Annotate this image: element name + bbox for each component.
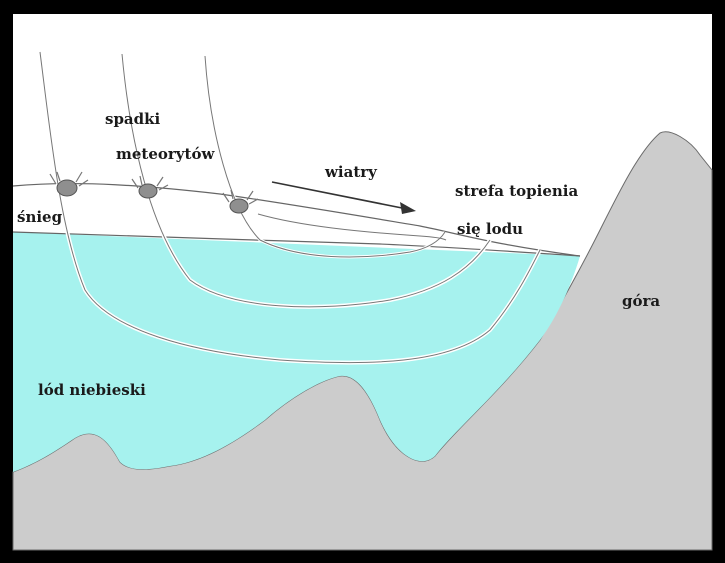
label-blue-ice: lód niebieski <box>38 381 146 399</box>
label-melt-zone-line2: się lodu <box>457 220 523 238</box>
label-meteor-falls-line1: spadki <box>105 110 161 128</box>
label-melt-zone-line1: strefa topienia <box>455 182 578 200</box>
label-meteor-falls-line2: meteorytów <box>116 145 215 163</box>
label-mountain: góra <box>622 292 660 310</box>
label-winds: wiatry <box>324 163 378 181</box>
label-snow: śnieg <box>17 208 63 226</box>
